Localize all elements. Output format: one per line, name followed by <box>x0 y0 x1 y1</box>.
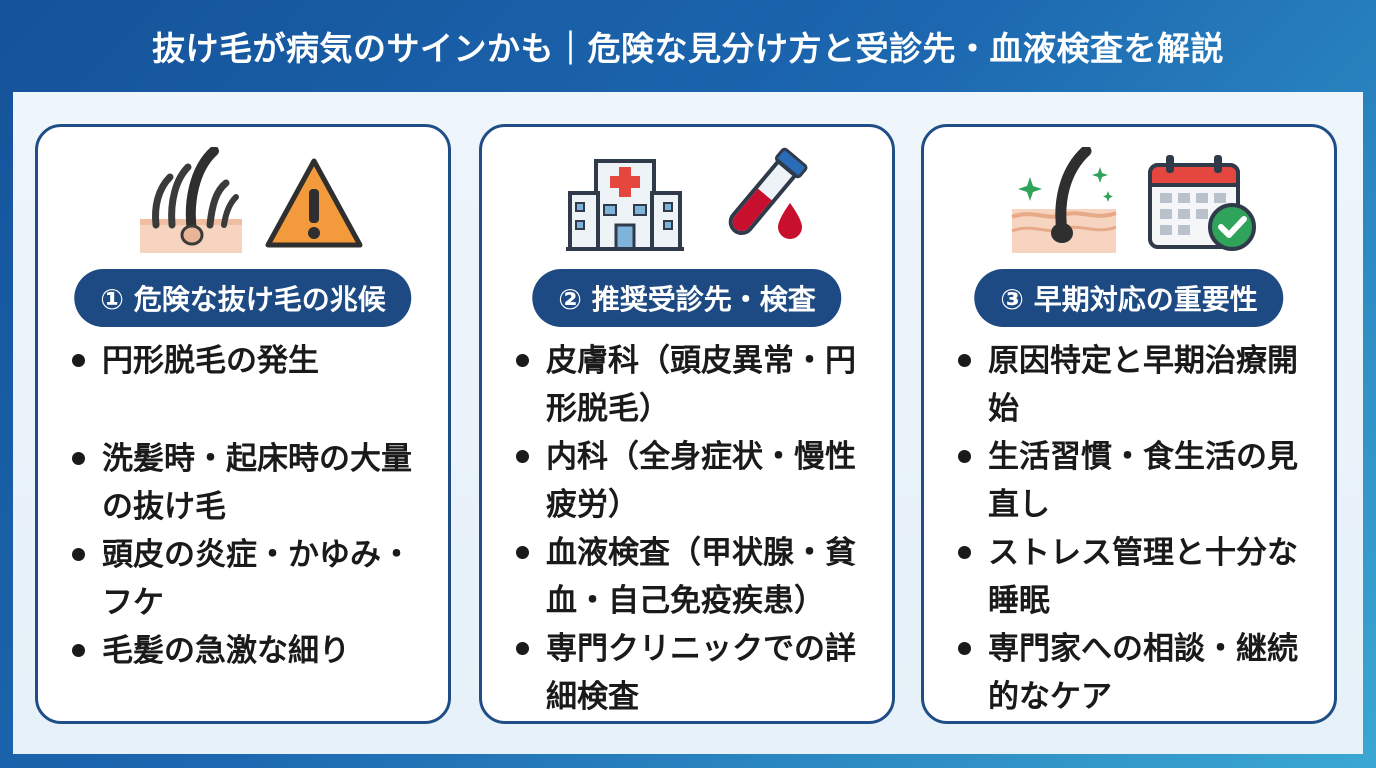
card-3-heading: ③ 早期対応の重要性 <box>974 269 1284 327</box>
page-title: 抜け毛が病気のサインかも｜危険な見分け方と受診先・血液検査を解説 <box>152 29 1224 68</box>
card-1-heading: ① 危険な抜け毛の兆候 <box>74 269 412 327</box>
card-2-icons <box>482 147 892 262</box>
list-item: 内科（全身症状・慢性疲労） <box>508 433 886 529</box>
bullet-dot <box>72 452 85 465</box>
bullet-dot <box>516 546 529 559</box>
bullet-dot <box>958 546 971 559</box>
healthy-hair-icon <box>1011 147 1117 253</box>
bullet-dot <box>958 354 971 367</box>
list-item: 専門クリニックでの詳細検査 <box>508 625 886 721</box>
bullet-dot <box>958 642 971 655</box>
bullet-dot <box>958 450 971 463</box>
list-item: 専門家への相談・継続的なケア <box>950 625 1328 721</box>
header-bar: 抜け毛が病気のサインかも｜危険な見分け方と受診先・血液検査を解説 <box>0 0 1376 92</box>
list-item: 毛髪の急激な細り <box>64 627 442 675</box>
card-1-icons <box>38 147 448 262</box>
card-2-heading: ② 推奨受診先・検査 <box>532 269 842 327</box>
list-item: ストレス管理と十分な睡眠 <box>950 529 1328 625</box>
list-item: 生活習慣・食生活の見直し <box>950 433 1328 529</box>
list-item: 洗髪時・起床時の大量の抜け毛 <box>64 435 442 531</box>
card-2-list: 皮膚科（頭皮異常・円形脱毛） 内科（全身症状・慢性疲労） 血液検査（甲状腺・貧血… <box>508 337 886 721</box>
card-early-response: ③ 早期対応の重要性 原因特定と早期治療開始 生活習慣・食生活の見直し ストレス… <box>921 124 1337 724</box>
calendar-check-icon <box>1148 155 1256 251</box>
warning-icon <box>265 158 363 248</box>
card-1-list: 円形脱毛の発生 洗髪時・起床時の大量の抜け毛 頭皮の炎症・かゆみ・フケ 毛髪の急… <box>64 337 442 675</box>
list-item: 皮膚科（頭皮異常・円形脱毛） <box>508 337 886 433</box>
card-recommended-exams: ② 推奨受診先・検査 皮膚科（頭皮異常・円形脱毛） 内科（全身症状・慢性疲労） … <box>479 124 895 724</box>
list-item: 血液検査（甲状腺・貧血・自己免疫疾患） <box>508 529 886 625</box>
list-item: 円形脱毛の発生 <box>64 337 442 385</box>
list-item: 原因特定と早期治療開始 <box>950 337 1328 433</box>
list-item: 頭皮の炎症・かゆみ・フケ <box>64 531 442 627</box>
card-3-icons <box>924 147 1334 262</box>
card-3-list: 原因特定と早期治療開始 生活習慣・食生活の見直し ストレス管理と十分な睡眠 専門… <box>950 337 1328 721</box>
bullet-dot <box>72 354 85 367</box>
content-panel: ① 危険な抜け毛の兆候 円形脱毛の発生 洗髪時・起床時の大量の抜け毛 頭皮の炎症… <box>13 92 1363 754</box>
bullet-dot <box>516 642 529 655</box>
bullet-dot <box>72 644 85 657</box>
bullet-dot <box>516 450 529 463</box>
card-danger-signs: ① 危険な抜け毛の兆候 円形脱毛の発生 洗髪時・起床時の大量の抜け毛 頭皮の炎症… <box>35 124 451 724</box>
hospital-icon <box>566 159 684 251</box>
blood-test-tube-icon <box>728 147 808 239</box>
bullet-dot <box>72 548 85 561</box>
hair-follicle-icon <box>140 147 242 253</box>
bullet-dot <box>516 354 529 367</box>
